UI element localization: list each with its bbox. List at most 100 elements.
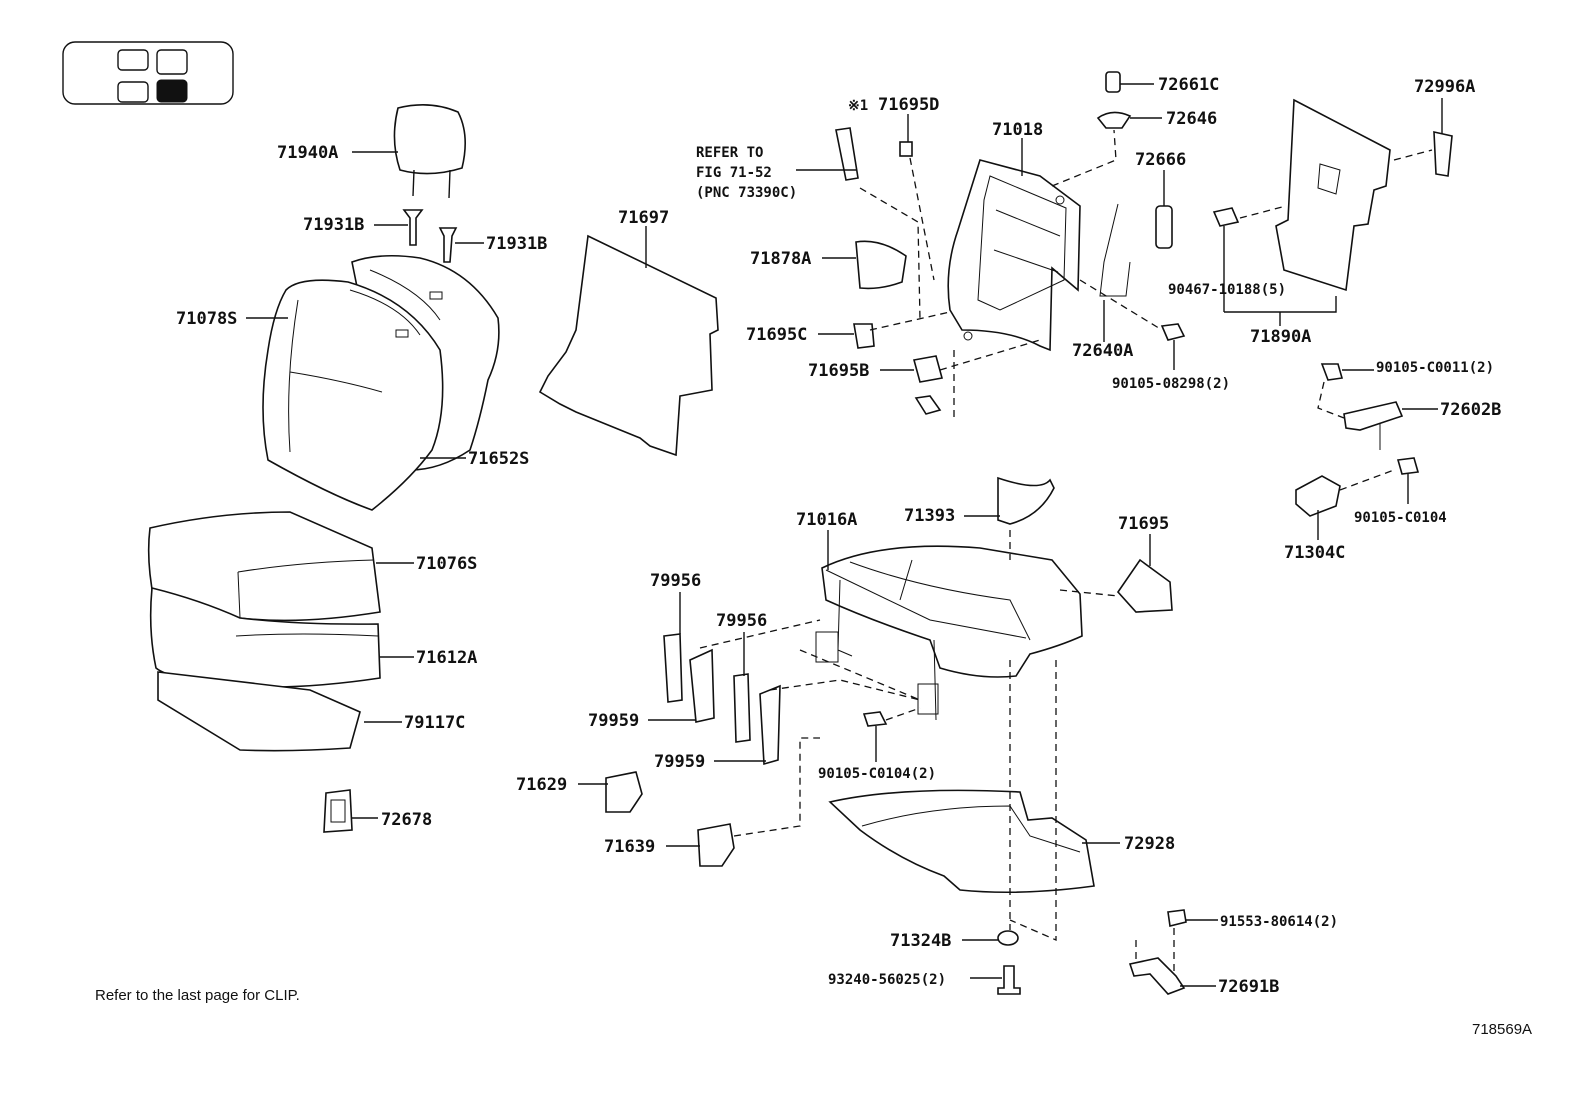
label-79956-1[interactable]: 79956 xyxy=(650,571,701,591)
label-72996A[interactable]: 72996A xyxy=(1414,77,1475,97)
label-90105-C0011[interactable]: 90105-C0011(2) xyxy=(1376,360,1494,376)
seat-position-key xyxy=(62,41,234,105)
label-72666[interactable]: 72666 xyxy=(1135,150,1186,170)
bolt-90105-C0104-drawing xyxy=(1396,457,1420,475)
label-72678[interactable]: 72678 xyxy=(381,810,432,830)
dash-72996A xyxy=(1393,149,1433,161)
bolt-90105-C0104-2-drawing xyxy=(862,711,888,727)
label-79959-1[interactable]: 79959 xyxy=(588,711,639,731)
label-72691B[interactable]: 72691B xyxy=(1218,977,1279,997)
bolt-90105-08298-drawing xyxy=(1160,323,1186,341)
bracket-71304C-drawing xyxy=(1295,475,1341,517)
bolt-drawing xyxy=(914,395,942,415)
label-71695[interactable]: 71695 xyxy=(1118,514,1169,534)
cover-71695B-drawing xyxy=(912,355,944,383)
label-71018[interactable]: 71018 xyxy=(992,120,1043,140)
label-79959-2[interactable]: 79959 xyxy=(654,752,705,772)
back-panel-71890A-drawing xyxy=(1275,98,1391,292)
dash-71695 xyxy=(1059,589,1119,597)
label-71931B-left[interactable]: 71931B xyxy=(303,215,364,235)
label-71639[interactable]: 71639 xyxy=(604,837,655,857)
label-71078S[interactable]: 71078S xyxy=(176,309,237,329)
label-71652S[interactable]: 71652S xyxy=(468,449,529,469)
dash-guides-1 xyxy=(699,619,821,649)
label-90467-10188[interactable]: 90467-10188(5) xyxy=(1168,282,1286,298)
bolt-91553-drawing xyxy=(1167,909,1187,927)
dash-bolt-C0104-2 xyxy=(885,707,921,721)
bolt-90105-C0011-drawing xyxy=(1320,363,1344,381)
strap-71393-drawing xyxy=(997,476,1055,525)
dash-guides-2 xyxy=(769,679,921,701)
clip-72678-drawing xyxy=(323,789,353,833)
dash-frame-2 xyxy=(859,187,921,321)
seatback-frame-drawing xyxy=(947,159,1081,352)
dash-frame-7 xyxy=(1079,279,1163,331)
label-71629[interactable]: 71629 xyxy=(516,775,567,795)
label-72661C[interactable]: 72661C xyxy=(1158,75,1219,95)
knob-72661C-drawing xyxy=(1105,71,1121,93)
dash-undercover-2 xyxy=(1009,660,1057,941)
dash-71304C xyxy=(1339,469,1395,491)
bracket-72691B-drawing xyxy=(1128,957,1186,995)
label-90105-C0104-2[interactable]: 90105-C0104(2) xyxy=(818,766,936,782)
label-93240-56025[interactable]: 93240-56025(2) xyxy=(828,972,946,988)
label-71304C[interactable]: 71304C xyxy=(1284,543,1345,563)
dash-frame-1 xyxy=(909,157,935,281)
label-79117C[interactable]: 79117C xyxy=(404,713,465,733)
screw-93240-drawing xyxy=(997,965,1021,995)
cover-71878A-drawing xyxy=(855,240,907,290)
label-72640A[interactable]: 72640A xyxy=(1072,341,1133,361)
leader-bracket-71890A xyxy=(1224,296,1337,313)
label-71695C[interactable]: 71695C xyxy=(746,325,807,345)
strap-72996A-drawing xyxy=(1433,130,1453,177)
dash-72602B xyxy=(1317,381,1345,419)
label-90105-08298[interactable]: 90105-08298(2) xyxy=(1112,376,1230,392)
nut-71324B-drawing xyxy=(997,930,1019,946)
label-71393[interactable]: 71393 xyxy=(904,506,955,526)
label-72646[interactable]: 72646 xyxy=(1166,109,1217,129)
label-71695D[interactable]: 71695D xyxy=(878,95,939,115)
bracket-71695-drawing xyxy=(1116,558,1173,613)
label-72602B[interactable]: 72602B xyxy=(1440,400,1501,420)
label-71931B-right[interactable]: 71931B xyxy=(486,234,547,254)
label-71324B[interactable]: 71324B xyxy=(890,931,951,951)
cover-71695C-drawing xyxy=(853,323,875,349)
cover-71629-drawing xyxy=(605,771,643,813)
key-cell-rear-left xyxy=(117,81,149,103)
refer-to-line2: FIG 71-52 xyxy=(696,165,772,181)
guide-drawings xyxy=(663,633,781,766)
label-71878A[interactable]: 71878A xyxy=(750,249,811,269)
cover-71639-drawing xyxy=(697,823,735,867)
buckle-refer-drawing xyxy=(835,127,859,181)
dash-71639 xyxy=(733,737,820,837)
dash-guides-3 xyxy=(799,649,921,701)
refer-mark: ※1 xyxy=(848,98,868,114)
bezel-72646-drawing xyxy=(1096,111,1132,129)
refer-to-line3: (PNC 73390C) xyxy=(696,185,797,201)
key-cell-rear-right-highlighted xyxy=(156,79,188,103)
label-71612A[interactable]: 71612A xyxy=(416,648,477,668)
label-71697[interactable]: 71697 xyxy=(618,208,669,228)
clip-90467-drawing xyxy=(1212,207,1240,227)
label-79956-2[interactable]: 79956 xyxy=(716,611,767,631)
label-71940A[interactable]: 71940A xyxy=(277,143,338,163)
label-71890A[interactable]: 71890A xyxy=(1250,327,1311,347)
label-71016A[interactable]: 71016A xyxy=(796,510,857,530)
dash-clip-90467 xyxy=(1239,205,1287,219)
headrest-drawing xyxy=(393,104,466,199)
label-71695B[interactable]: 71695B xyxy=(808,361,869,381)
dash-frame-6 xyxy=(1051,129,1117,187)
label-90105-C0104[interactable]: 90105-C0104 xyxy=(1354,510,1447,526)
seatback-board-drawing xyxy=(538,234,719,457)
headrest-guide-drawings xyxy=(402,209,458,263)
cable-72640A-drawing xyxy=(1099,203,1131,297)
clip-note: Refer to the last page for CLIP. xyxy=(95,987,300,1004)
refer-to-line1: REFER TO xyxy=(696,145,763,161)
bracket-72602B-drawing xyxy=(1343,401,1404,431)
label-71076S[interactable]: 71076S xyxy=(416,554,477,574)
label-72928[interactable]: 72928 xyxy=(1124,834,1175,854)
label-91553-80614[interactable]: 91553-80614(2) xyxy=(1220,914,1338,930)
cap-71695D-drawing xyxy=(899,141,913,157)
